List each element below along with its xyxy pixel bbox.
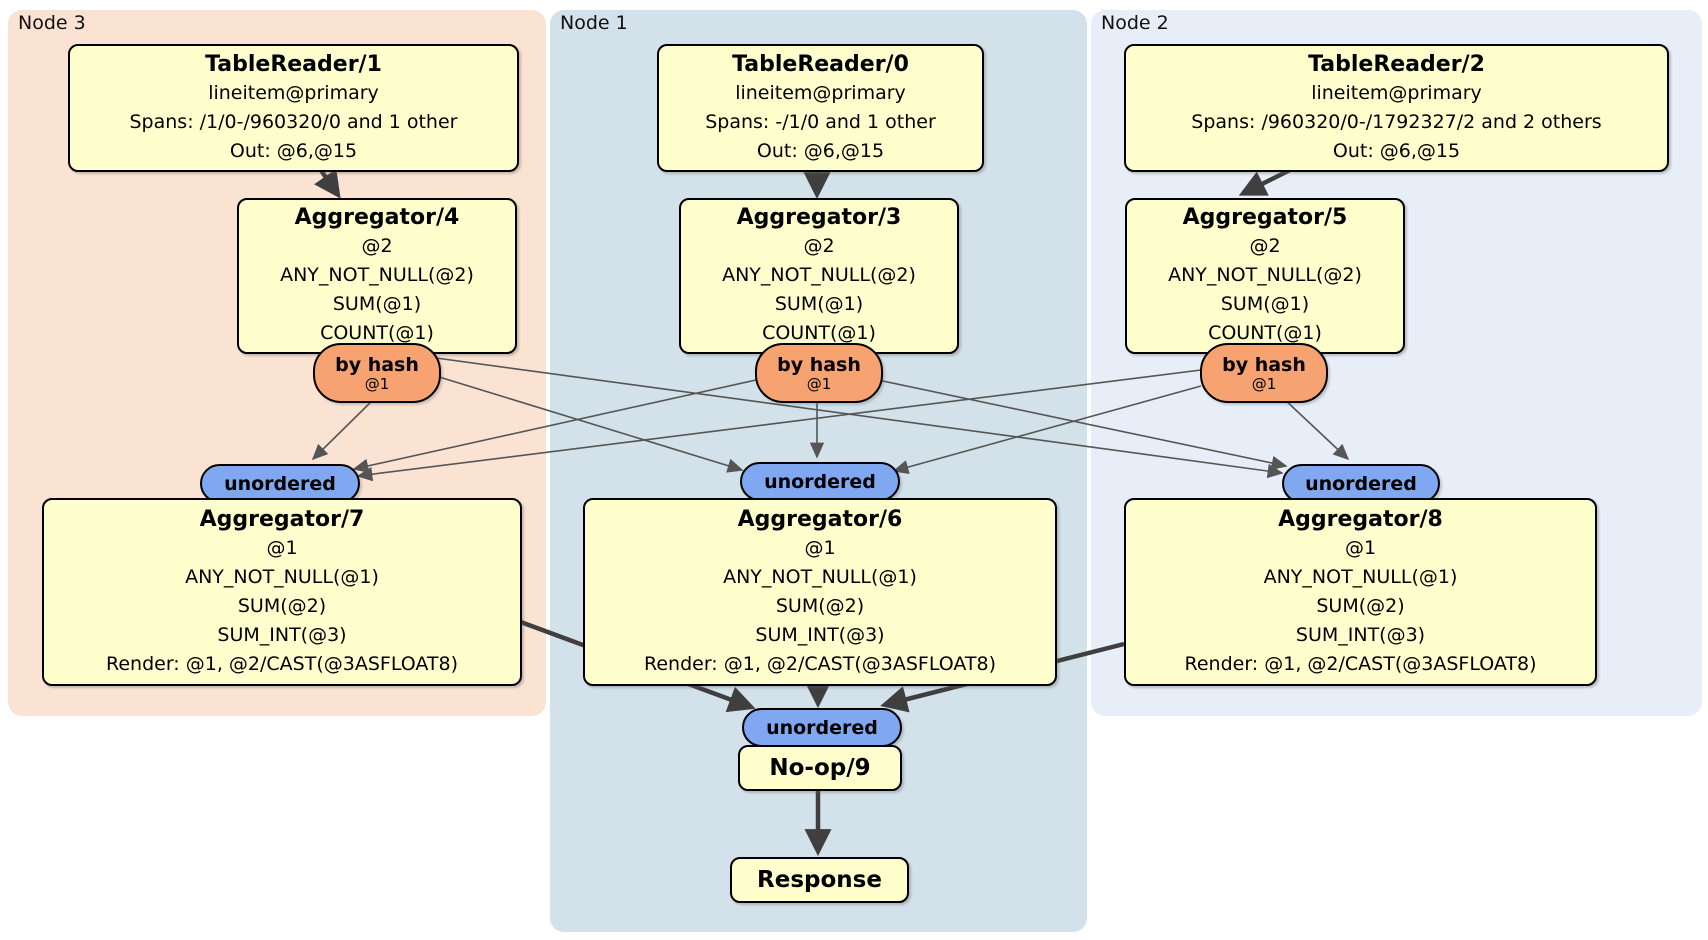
processor-title: Aggregator/6	[737, 506, 903, 532]
region-label-node2: Node 2	[1101, 12, 1169, 34]
edge-tr1-agg4	[314, 167, 341, 199]
processor-title: Response	[757, 867, 882, 893]
processor-aggregator-6: Aggregator/6 @1 ANY_NOT_NULL(@1) SUM(@2)…	[583, 498, 1057, 686]
region-label-node3: Node 3	[18, 12, 86, 34]
processor-tablereader-1: TableReader/1 lineitem@primary Spans: /1…	[68, 44, 519, 172]
sync-unordered-9: unordered	[742, 708, 902, 747]
sync-unordered-7: unordered	[200, 464, 360, 503]
processor-title: Aggregator/8	[1278, 506, 1443, 532]
processor-title: TableReader/1	[205, 51, 382, 77]
sync-unordered-8: unordered	[1282, 464, 1440, 503]
processor-detail: COUNT(@1)	[320, 322, 434, 344]
region-label-node1: Node 1	[560, 12, 628, 34]
router-label: by hash	[777, 353, 861, 376]
processor-title: No-op/9	[769, 755, 871, 781]
processor-tablereader-2: TableReader/2 lineitem@primary Spans: /9…	[1124, 44, 1669, 172]
processor-detail: ANY_NOT_NULL(@2)	[280, 264, 474, 286]
router-by-hash-3: by hash @1	[755, 343, 883, 403]
edge-byhash3-unordered8	[877, 379, 1288, 471]
processor-detail: @1	[266, 536, 298, 559]
sync-label: unordered	[224, 472, 336, 495]
processor-detail: SUM_INT(@3)	[1295, 623, 1426, 646]
processor-noop-9: No-op/9	[738, 745, 902, 791]
processor-detail: Out: @6,@15	[1332, 139, 1461, 162]
edge-byhash4-unordered8	[435, 357, 1284, 479]
edge-byhash5-unordered7	[356, 369, 1202, 482]
processor-detail: SUM(@2)	[775, 594, 865, 617]
processor-response: Response	[730, 857, 909, 903]
processor-tablereader-0: TableReader/0 lineitem@primary Spans: -/…	[657, 44, 984, 172]
router-label: by hash	[1222, 353, 1306, 376]
router-detail: @1	[806, 374, 832, 393]
processor-detail: SUM(@2)	[1316, 594, 1405, 617]
processor-detail: @1	[1344, 536, 1377, 559]
processor-aggregator-4: Aggregator/4 @2 ANY_NOT_NULL(@2) SUM(@1)…	[237, 198, 517, 354]
router-label: by hash	[335, 353, 419, 376]
processor-detail: Out: @6,@15	[229, 139, 358, 162]
processor-aggregator-8: Aggregator/8 @1 ANY_NOT_NULL(@1) SUM(@2)…	[1124, 498, 1597, 686]
processor-detail: ANY_NOT_NULL(@1)	[723, 565, 917, 588]
processor-title: TableReader/2	[1308, 51, 1485, 77]
edge-byhash4-unordered7	[311, 397, 376, 461]
processor-title: TableReader/0	[732, 51, 909, 77]
edge-tr2-agg5	[1238, 166, 1294, 196]
router-by-hash-5: by hash @1	[1200, 343, 1328, 403]
sync-label: unordered	[764, 470, 876, 493]
processor-detail: Out: @6,@15	[756, 139, 885, 162]
processor-detail: SUM_INT(@3)	[755, 623, 885, 646]
processor-title: Aggregator/3	[736, 205, 902, 230]
processor-detail: SUM(@1)	[774, 293, 864, 315]
processor-detail: Spans: /960320/0-/1792327/2 and 2 others	[1191, 110, 1602, 133]
processor-aggregator-7: Aggregator/7 @1 ANY_NOT_NULL(@1) SUM(@2)…	[42, 498, 522, 686]
router-detail: @1	[1251, 374, 1277, 393]
processor-detail: Render: @1, @2/CAST(@3ASFLOAT8)	[1184, 652, 1537, 675]
processor-title: Aggregator/4	[294, 205, 460, 230]
processor-detail: ANY_NOT_NULL(@2)	[722, 264, 916, 286]
processor-detail: SUM(@2)	[237, 594, 327, 617]
processor-detail: Render: @1, @2/CAST(@3ASFLOAT8)	[644, 652, 996, 675]
edge-byhash5-unordered8	[1282, 397, 1350, 461]
processor-detail: COUNT(@1)	[1208, 322, 1322, 344]
processor-detail: Spans: /1/0-/960320/0 and 1 other	[129, 110, 458, 133]
processor-detail: lineitem@primary	[1311, 81, 1482, 104]
processor-detail: COUNT(@1)	[762, 322, 876, 344]
processor-detail: SUM_INT(@3)	[217, 623, 347, 646]
edge-byhash4-unordered6	[435, 375, 744, 473]
processor-detail: ANY_NOT_NULL(@1)	[185, 565, 379, 588]
processor-detail: ANY_NOT_NULL(@2)	[1168, 264, 1362, 286]
processor-detail: Render: @1, @2/CAST(@3ASFLOAT8)	[106, 652, 458, 675]
edge-byhash5-unordered6	[892, 385, 1202, 475]
processor-title: Aggregator/5	[1182, 205, 1348, 230]
processor-aggregator-3: Aggregator/3 @2 ANY_NOT_NULL(@2) SUM(@1)…	[679, 198, 959, 354]
processor-detail: lineitem@primary	[735, 81, 906, 104]
processor-detail: SUM(@1)	[1220, 293, 1310, 315]
edge-byhash3-unordered7	[352, 379, 757, 473]
processor-detail: @2	[361, 235, 393, 257]
processor-title: Aggregator/7	[199, 506, 365, 532]
processor-detail: Spans: -/1/0 and 1 other	[705, 110, 936, 133]
processor-aggregator-5: Aggregator/5 @2 ANY_NOT_NULL(@2) SUM(@1)…	[1125, 198, 1405, 354]
processor-detail: SUM(@1)	[332, 293, 422, 315]
processor-detail: @2	[803, 235, 835, 257]
sync-unordered-6: unordered	[740, 462, 900, 501]
sync-label: unordered	[1305, 472, 1417, 495]
processor-detail: ANY_NOT_NULL(@1)	[1263, 565, 1458, 588]
processor-detail: lineitem@primary	[208, 81, 379, 104]
router-detail: @1	[364, 374, 390, 393]
sync-label: unordered	[766, 716, 878, 739]
processor-detail: @2	[1249, 235, 1281, 257]
processor-detail: @1	[804, 536, 836, 559]
router-by-hash-4: by hash @1	[313, 343, 441, 403]
